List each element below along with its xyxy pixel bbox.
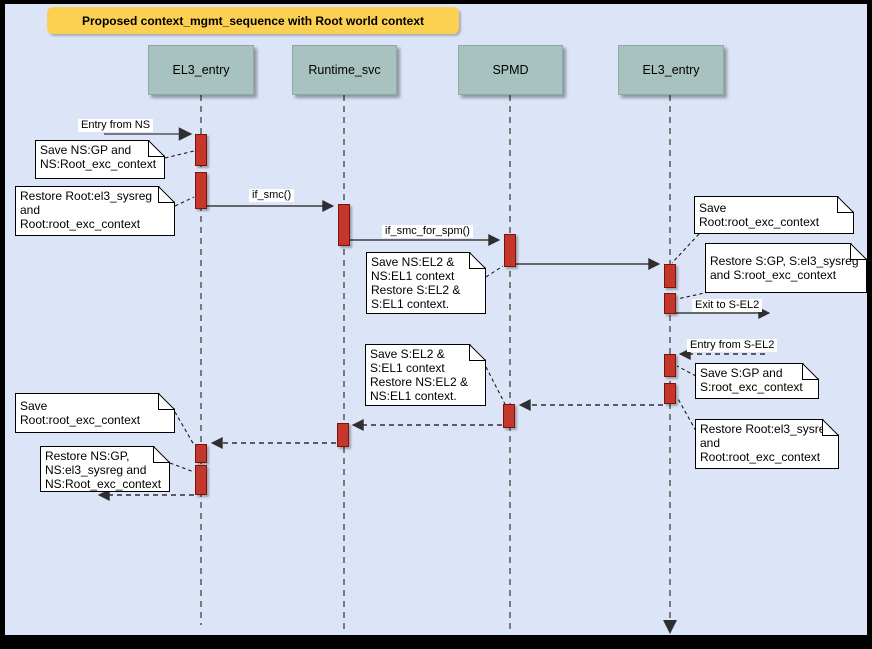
activation-bar	[664, 264, 676, 288]
activation-bar	[338, 204, 350, 246]
activation-bar	[195, 134, 207, 166]
lifeline-header-el3-entry-2: EL3_entry	[618, 45, 724, 95]
activation-bar	[195, 172, 207, 209]
note-fold-icon	[469, 252, 486, 269]
message-label-if-smc-for-spm: if_smc_for_spm()	[382, 225, 473, 238]
activation-bar	[195, 444, 207, 463]
note-fold-icon	[158, 186, 175, 203]
diagram-background	[5, 4, 867, 635]
note-save-ns-gp: Save NS:GP and NS:Root_exc_context	[35, 140, 165, 179]
note-fold-icon	[837, 196, 854, 213]
activation-bar	[504, 234, 516, 267]
note-text: Save NS:GP and NS:Root_exc_context	[40, 143, 157, 171]
message-label-exit-to-s-el2: Exit to S-EL2	[692, 299, 763, 312]
note-fold-icon	[822, 419, 839, 436]
note-fold-icon	[148, 140, 165, 157]
note-text: Save Root:root_exc_context	[20, 399, 141, 427]
activation-bar	[337, 423, 349, 447]
note-save-ns-el2: Save NS:EL2 & NS:EL1 context Restore S:E…	[366, 252, 486, 314]
activation-bar	[195, 465, 207, 495]
note-text: Save S:EL2 & S:EL1 context Restore NS:EL…	[370, 347, 469, 403]
note-restore-root-right: Restore Root:el3_sysreg and Root:root_ex…	[695, 419, 839, 469]
message-label-entry-from-s-el2: Entry from S-EL2	[687, 339, 778, 352]
note-text: Restore Root:el3_sysreg and Root:root_ex…	[20, 189, 153, 231]
note-fold-icon	[153, 446, 170, 463]
note-text: Save Root:root_exc_context	[699, 201, 820, 229]
note-restore-s-gp: Restore S:GP, S:el3_sysreg and S:root_ex…	[705, 243, 867, 293]
lifeline-header-runtime-svc: Runtime_svc	[292, 45, 397, 95]
activation-bar	[664, 383, 676, 404]
activation-bar	[664, 293, 676, 314]
note-restore-ns-gp: Restore NS:GP, NS:el3_sysreg and NS:Root…	[40, 446, 170, 492]
note-save-root-left: Save Root:root_exc_context	[15, 393, 175, 433]
note-text: Restore Root:el3_sysreg and Root:root_ex…	[700, 422, 833, 464]
message-label-entry-from-ns: Entry from NS	[78, 119, 154, 132]
note-fold-icon	[158, 393, 175, 410]
note-fold-icon	[850, 243, 867, 260]
activation-bar	[664, 354, 676, 377]
note-text: Restore NS:GP, NS:el3_sysreg and NS:Root…	[45, 449, 162, 491]
lifeline-header-spmd: SPMD	[458, 45, 563, 95]
diagram-title: Proposed context_mgmt_sequence with Root…	[47, 7, 459, 34]
message-label-if-smc: if_smc()	[249, 189, 295, 202]
note-text: Save S:GP and S:root_exc_context	[700, 366, 803, 394]
note-fold-icon	[469, 344, 486, 361]
activation-bar	[503, 404, 515, 428]
note-fold-icon	[802, 363, 819, 380]
note-save-root-right: Save Root:root_exc_context	[694, 196, 854, 234]
note-text: Restore S:GP, S:el3_sysreg and S:root_ex…	[710, 254, 859, 282]
note-save-s-gp: Save S:GP and S:root_exc_context	[695, 363, 819, 399]
note-restore-root-left: Restore Root:el3_sysreg and Root:root_ex…	[15, 186, 175, 236]
note-save-s-el2: Save S:EL2 & S:EL1 context Restore NS:EL…	[365, 344, 486, 406]
note-text: Save NS:EL2 & NS:EL1 context Restore S:E…	[371, 255, 461, 311]
lifeline-header-el3-entry-1: EL3_entry	[148, 45, 254, 95]
